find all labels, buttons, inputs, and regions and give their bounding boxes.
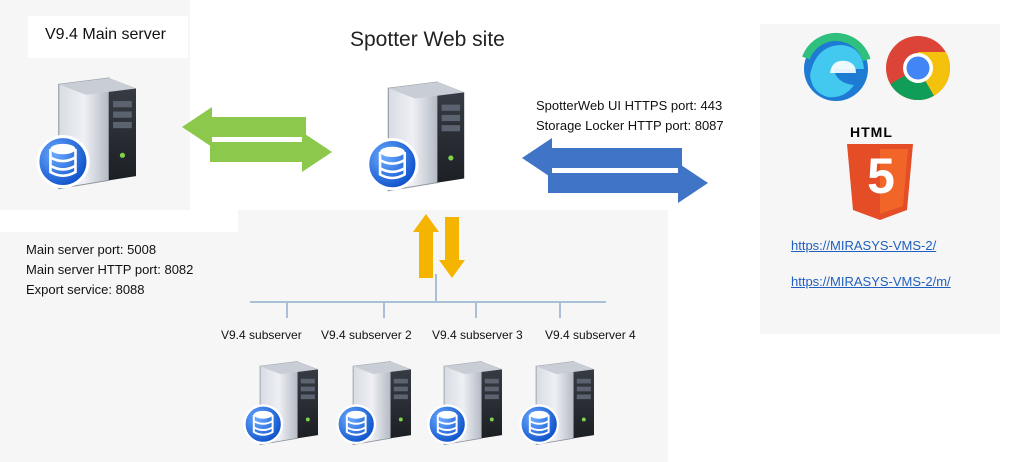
network-bus <box>250 274 606 318</box>
main-server-icon <box>36 76 138 191</box>
subserver-2-label: V9.4 subserver 2 <box>321 328 412 342</box>
blue-left-arrow <box>522 138 682 178</box>
web-port-storage: Storage Locker HTTP port: 8087 <box>536 118 724 133</box>
web-url-mobile[interactable]: https://MIRASYS-VMS-2/m/ <box>791 274 951 289</box>
yellow-up-arrow <box>413 214 439 278</box>
main-server-title: V9.4 Main server <box>45 26 166 43</box>
web-server-icon <box>366 80 466 193</box>
web-url-desktop[interactable]: https://MIRASYS-VMS-2/ <box>791 238 937 253</box>
subserver-1-label: V9.4 subserver <box>221 328 302 342</box>
main-server-ports: Main server port: 5008 Main server HTTP … <box>26 240 193 300</box>
blue-arrows <box>522 138 708 203</box>
html-badge-label: HTML <box>850 124 893 140</box>
subserver-2-icon <box>336 360 413 446</box>
main-http-port: Main server HTTP port: 8082 <box>26 262 194 277</box>
blue-right-arrow <box>548 163 708 203</box>
chrome-icon <box>886 36 950 100</box>
export-port: Export service: 8088 <box>26 282 145 297</box>
html5-icon <box>847 144 913 220</box>
subserver-3-icon <box>427 360 504 446</box>
subserver-3-label: V9.4 subserver 3 <box>432 328 523 342</box>
green-arrows <box>182 107 332 172</box>
green-right-arrow <box>210 132 332 172</box>
html5-digit: 5 <box>867 148 895 204</box>
subserver-4-icon <box>519 360 596 446</box>
yellow-down-arrow <box>439 217 465 278</box>
ports-panel <box>0 232 238 462</box>
yellow-arrows <box>413 214 465 278</box>
web-port-https: SpotterWeb UI HTTPS port: 443 <box>536 98 723 113</box>
edge-icon <box>800 33 872 105</box>
web-site-title: Spotter Web site <box>350 28 505 51</box>
main-server-label-panel <box>28 16 188 58</box>
subserver-4-label: V9.4 subserver 4 <box>545 328 636 342</box>
green-left-arrow <box>182 107 306 147</box>
web-site-ports: SpotterWeb UI HTTPS port: 443 Storage Lo… <box>536 96 724 136</box>
main-port: Main server port: 5008 <box>26 242 157 257</box>
subserver-1-icon <box>243 360 320 446</box>
